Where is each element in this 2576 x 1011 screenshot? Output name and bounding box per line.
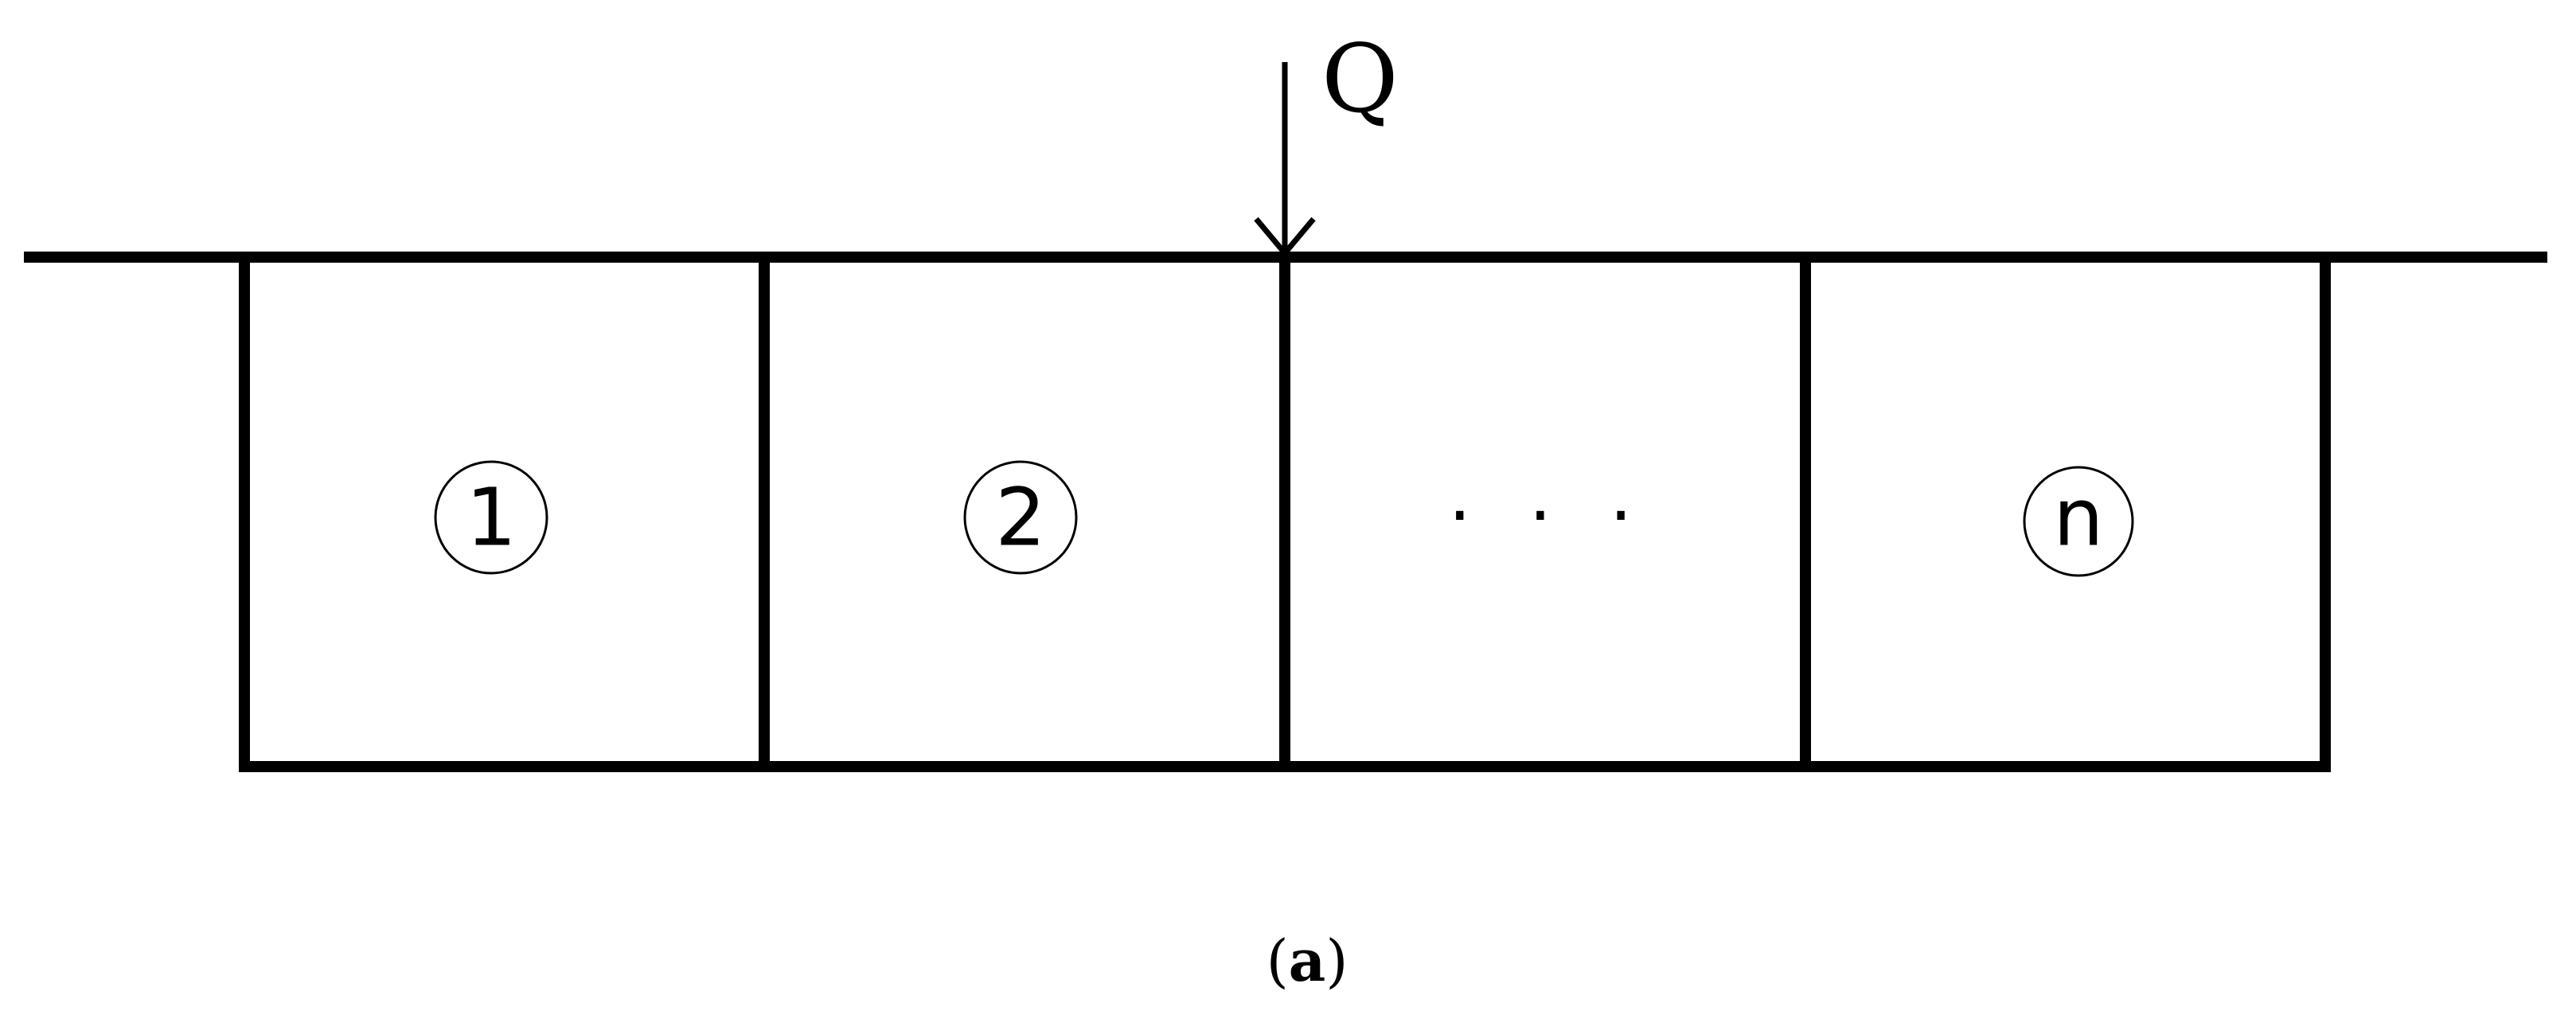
- caption-open-paren: (: [1267, 927, 1289, 994]
- segment-2-label: 2: [995, 471, 1046, 564]
- segment-n-marker: n: [2023, 466, 2134, 577]
- segment-1-label: 1: [466, 471, 517, 564]
- segment-ellipsis: · · ·: [1448, 474, 1649, 558]
- segment-1-circle: [434, 460, 548, 575]
- caption-close-paren: ): [1325, 927, 1348, 994]
- load-arrow-head: [1254, 217, 1316, 258]
- load-label: Q: [1321, 24, 1399, 134]
- segment-n-label: n: [2053, 471, 2103, 564]
- figure-caption: (a): [1267, 927, 1348, 994]
- caption-letter: a: [1289, 927, 1326, 994]
- load-arrow: [1254, 62, 1316, 258]
- segment-2-circle: [963, 460, 1078, 575]
- segment-2-marker: 2: [963, 460, 1078, 575]
- segment-n-circle: [2023, 466, 2134, 577]
- segment-1-marker: 1: [434, 460, 548, 575]
